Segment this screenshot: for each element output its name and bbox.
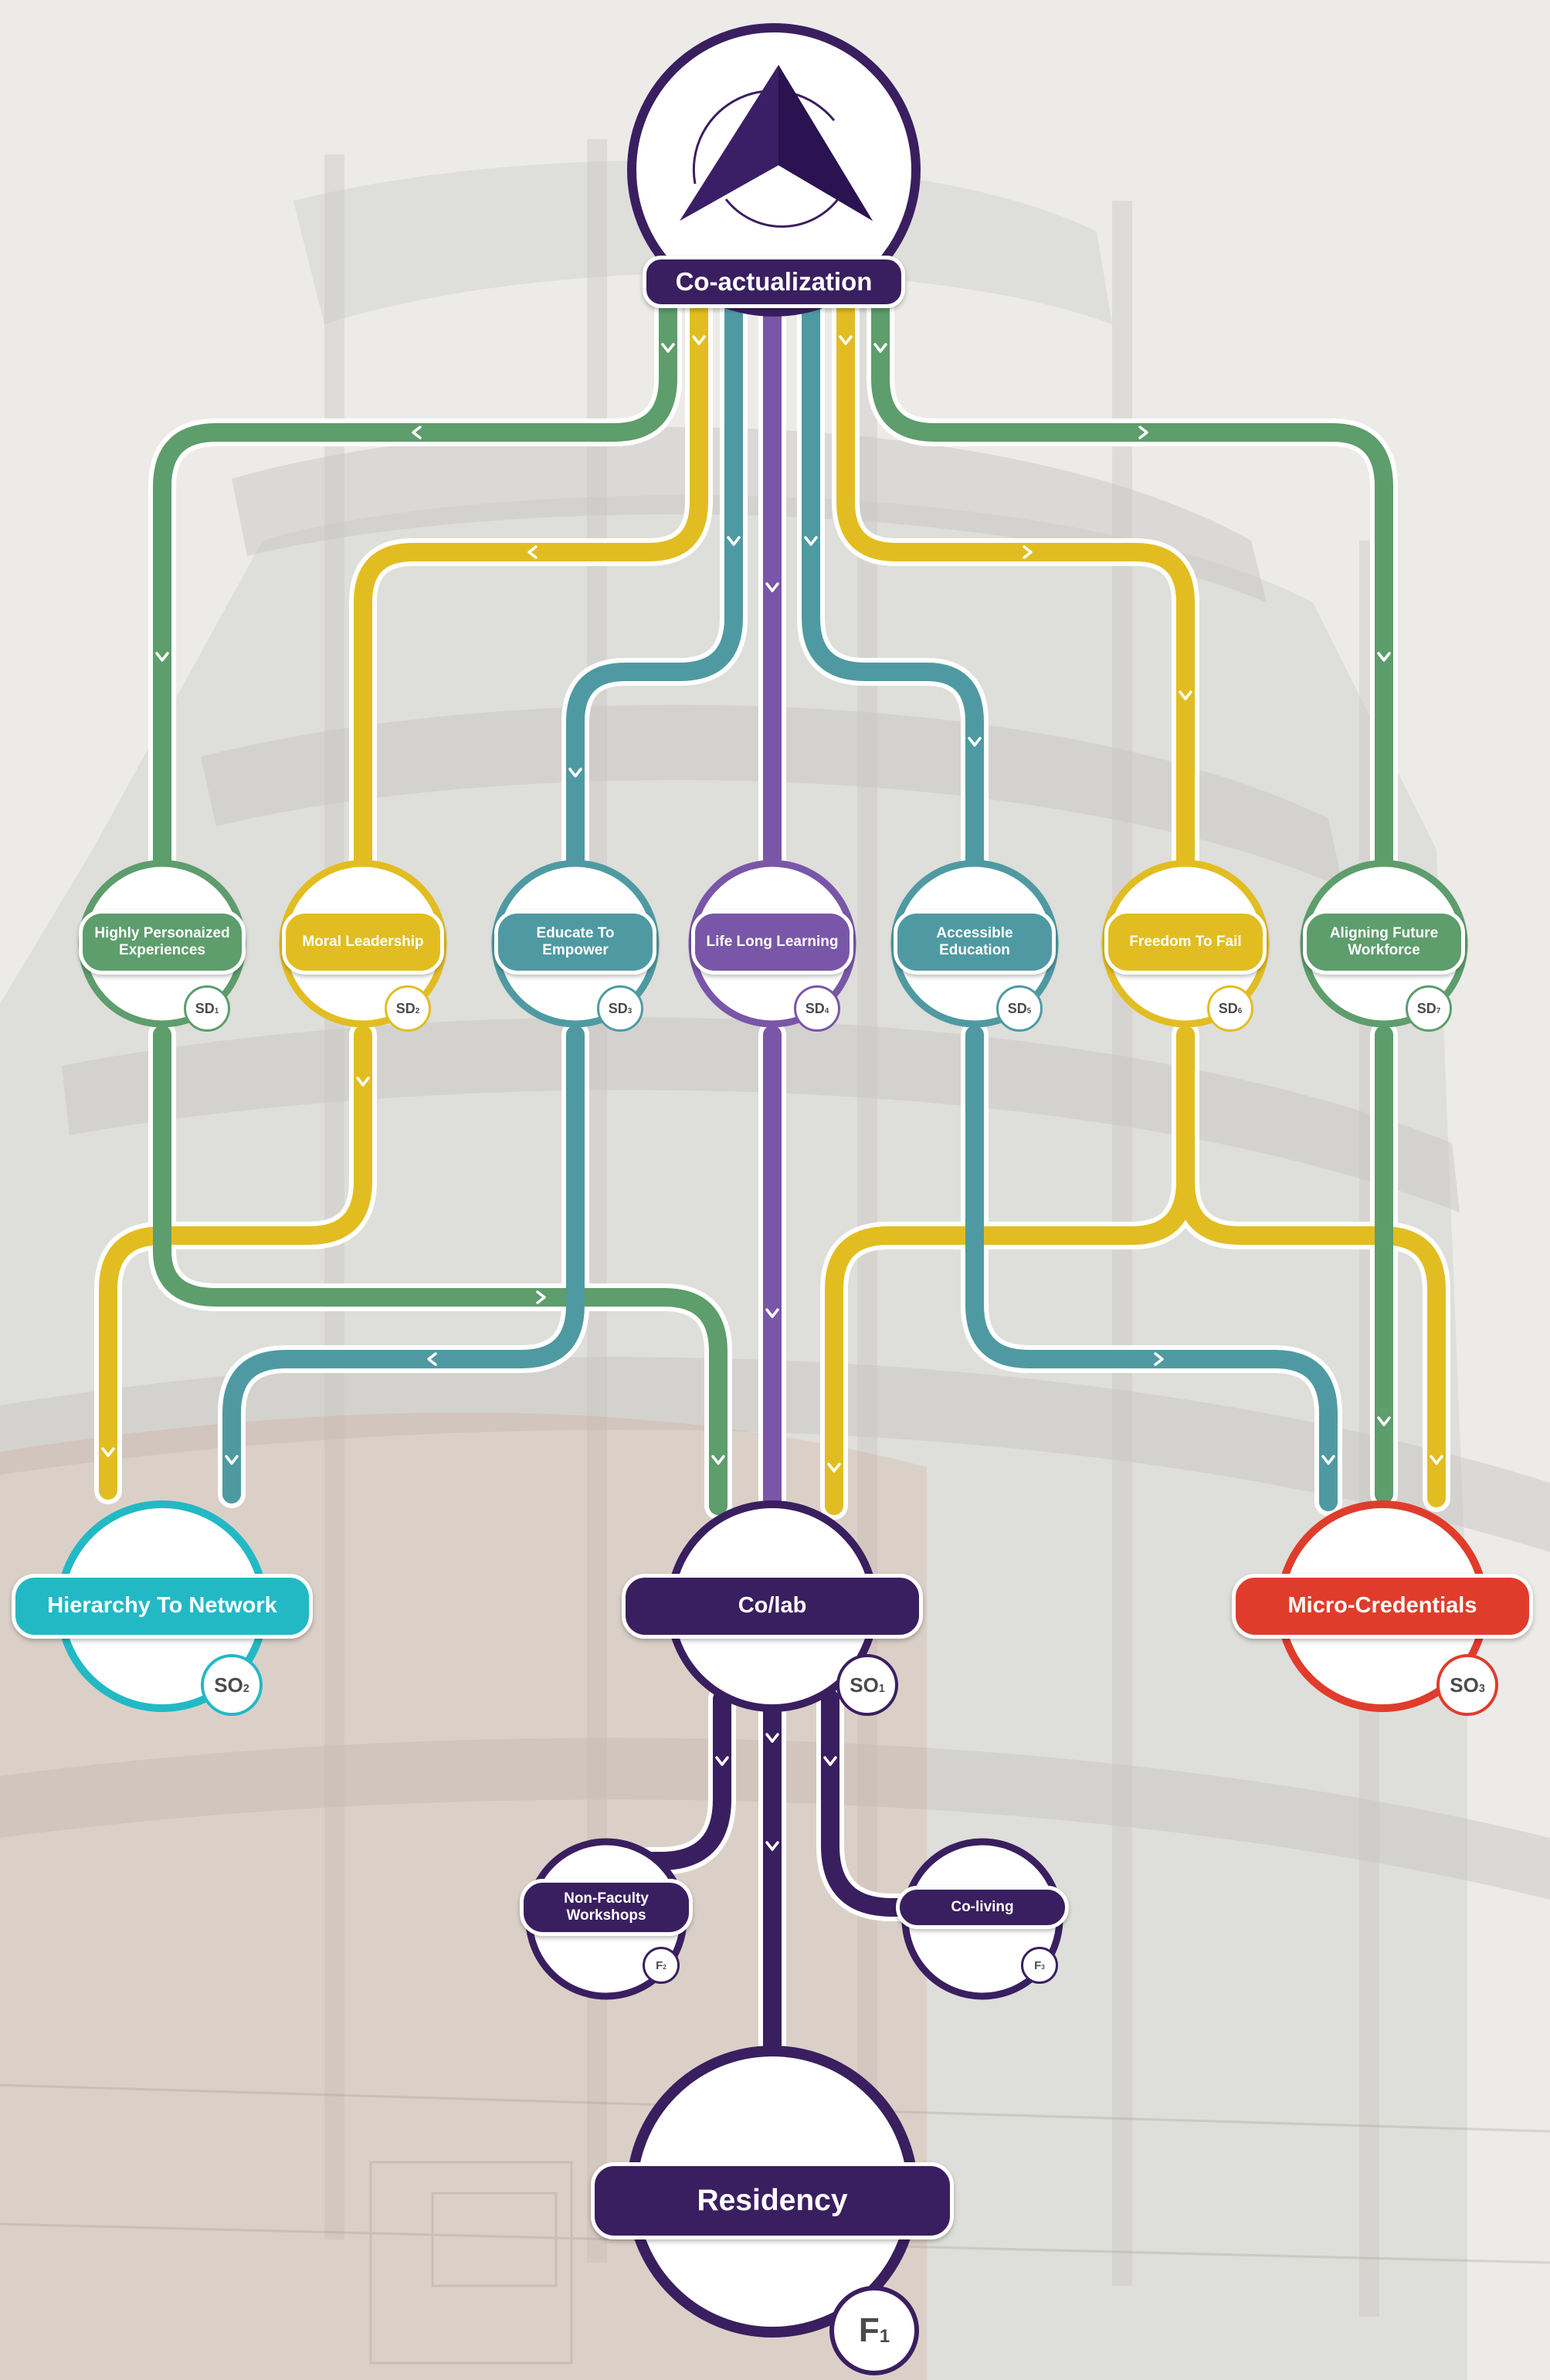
sd-node-label: Educate To Empower (494, 910, 656, 975)
route-green-sd7 (880, 305, 1384, 873)
route-green-sd1 (162, 305, 668, 873)
route-teal-sd3-so2 (232, 1035, 575, 1494)
badge-prefix: SO (1450, 1673, 1479, 1697)
badge-subscript: 4 (825, 1007, 829, 1015)
so-node-label: Co/lab (622, 1574, 923, 1639)
badge-subscript: 3 (1479, 1683, 1485, 1695)
f-node-label: Residency (591, 2162, 954, 2239)
badge-prefix: SO (850, 1673, 879, 1697)
route-green-sd1-outline (162, 305, 668, 873)
badge-prefix: SD (1008, 1001, 1027, 1017)
badge-prefix: F (1034, 1959, 1041, 1972)
sd-node-label: Accessible Education (894, 910, 1056, 975)
route-teal-sd3-so2-outline (232, 1035, 575, 1494)
badge-prefix: SD (1219, 1001, 1238, 1017)
badge-prefix: SD (195, 1001, 215, 1017)
sd-node-label: Freedom To Fail (1104, 910, 1267, 975)
route-yellow-sd2 (363, 305, 699, 880)
route-teal-sd5-so3-outline (975, 1035, 1328, 1502)
badge-prefix: SD (396, 1001, 415, 1017)
route-yellow-sd6-so3 (1185, 1182, 1436, 1498)
sd-node-label: Highly Personaized Experiences (79, 910, 246, 975)
badge-prefix: SO (214, 1673, 243, 1697)
badge-prefix: SD (1417, 1001, 1436, 1017)
badge-prefix: SD (609, 1001, 628, 1017)
route-teal-sd5-so3 (975, 1035, 1328, 1502)
so-node-label: Micro-Credentials (1232, 1574, 1533, 1639)
sd-node-label: Moral Leadership (282, 910, 444, 975)
route-yellow-sd6 (846, 305, 1185, 876)
badge-subscript: 2 (663, 1964, 666, 1971)
badge-subscript: 7 (1436, 1007, 1441, 1015)
badge-subscript: 2 (243, 1683, 249, 1695)
co-actualization-label: Co-actualization (643, 256, 905, 308)
route-yellow-sd6-outline (846, 305, 1185, 876)
route-yellow-sd6-so1 (834, 1035, 1185, 1506)
route-yellow-sd2-outline (363, 305, 699, 880)
badge-subscript: 2 (415, 1007, 420, 1015)
badge-subscript: 5 (1027, 1007, 1032, 1015)
f-node-label: Co-living (896, 1886, 1069, 1929)
route-yellow-sd6-so1-outline (834, 1035, 1185, 1506)
sd-node-label: Life Long Learning (691, 910, 853, 975)
badge-subscript: 3 (628, 1007, 633, 1015)
f-node-label: Non-Faculty Workshops (520, 1879, 693, 1936)
so-node-label: Hierarchy To Network (12, 1574, 313, 1639)
badge-prefix: F (859, 2311, 880, 2350)
badge-subscript: 3 (1041, 1964, 1045, 1971)
route-green-sd7-outline (880, 305, 1384, 873)
badge-prefix: SD (806, 1001, 825, 1017)
badge-prefix: F (656, 1959, 663, 1972)
badge-subscript: 6 (1238, 1007, 1243, 1015)
badge-subscript: 1 (879, 1683, 885, 1695)
badge-subscript: 1 (880, 2326, 890, 2348)
badge-subscript: 1 (215, 1007, 219, 1015)
sd-node-label: Aligning Future Workforce (1303, 910, 1465, 975)
